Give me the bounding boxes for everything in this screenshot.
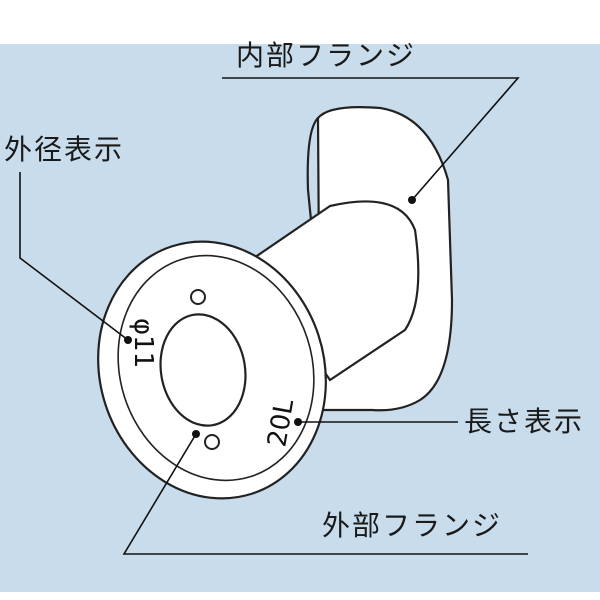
label-outer-flange: 外部フランジ <box>322 509 503 542</box>
leader-inner-flange <box>222 77 520 201</box>
leader-outer-flange <box>122 433 528 555</box>
leader-diameter <box>19 172 129 341</box>
leader-lines <box>19 77 528 555</box>
label-length-marking: 長さ表示 <box>464 405 585 438</box>
lens-opening <box>159 313 247 427</box>
label-diameter-marking: 外径表示 <box>4 133 125 166</box>
diameter-marking: φ11 <box>128 318 158 368</box>
inner-flange-edge <box>306 117 319 231</box>
flange-hole-bottom <box>204 434 220 450</box>
label-inner-flange: 内部フランジ <box>236 39 417 72</box>
barrel-body <box>246 200 420 382</box>
flange-hole-top <box>190 289 206 305</box>
leader-dots <box>124 196 416 438</box>
